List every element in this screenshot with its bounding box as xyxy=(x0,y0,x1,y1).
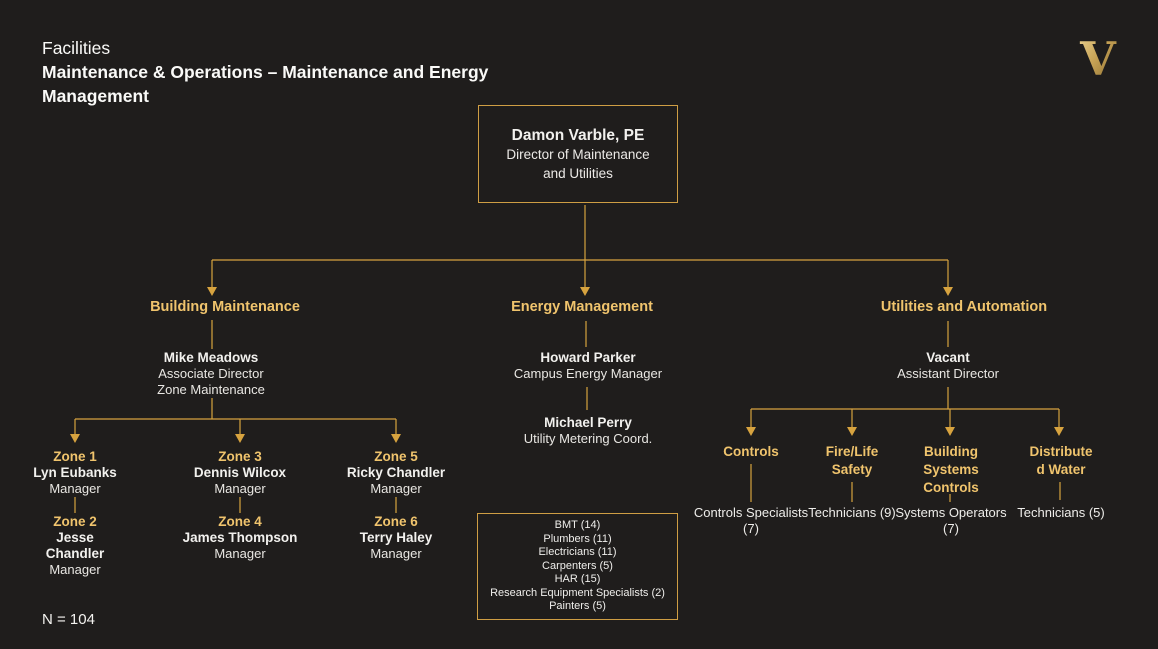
staff-list-item: BMT (14) xyxy=(554,518,601,531)
zone-label: Zone 1 xyxy=(53,449,97,464)
director-name: Damon Varble, PE xyxy=(511,126,645,144)
staff-list-item: Painters (5) xyxy=(549,600,606,613)
bm-lead-role-2: Zone Maintenance xyxy=(157,381,265,397)
utilities-lead-role: Assistant Director xyxy=(897,366,999,381)
unit-heading-fire-life-safety: Fire/Life Safety xyxy=(826,443,879,479)
org-node-metering-coordinator: Michael Perry Utility Metering Coord. xyxy=(488,415,688,447)
org-node-zone-3: Zone 3 Dennis Wilcox Manager xyxy=(155,448,325,497)
zone-label: Zone 5 xyxy=(374,449,418,464)
unit-heading-line: Fire/Life xyxy=(825,444,879,459)
zone-manager-role: Manager xyxy=(49,562,101,577)
staff-list-item: Electricians (11) xyxy=(538,546,617,559)
energy-manager-name: Howard Parker xyxy=(540,350,636,365)
zone-manager-name: Jesse Chandler xyxy=(45,530,105,561)
unit-heading-line: Distribute xyxy=(1029,444,1093,459)
zone-manager-name: Dennis Wilcox xyxy=(193,465,287,480)
org-node-zone-2: Zone 2 Jesse Chandler Manager xyxy=(29,513,121,578)
unit-heading-line: Controls xyxy=(923,480,979,495)
org-node-zone-5: Zone 5 Ricky Chandler Manager xyxy=(326,448,466,497)
unit-heading-line: d Water xyxy=(1036,462,1086,477)
org-node-energy-manager: Howard Parker Campus Energy Manager xyxy=(488,350,688,382)
department-label: Facilities xyxy=(42,38,111,58)
staff-list-item: Plumbers (11) xyxy=(543,532,612,545)
branch-heading-energy-management: Energy Management xyxy=(511,299,653,315)
zone-label: Zone 6 xyxy=(374,514,418,529)
zone-manager-name: James Thompson xyxy=(182,530,298,545)
zone-manager-role: Manager xyxy=(370,546,422,561)
bm-lead-name: Mike Meadows xyxy=(163,350,259,365)
unit-heading-line: Building xyxy=(923,444,978,459)
unit-staff-controls: Controls Specialists (7) xyxy=(693,505,809,536)
branch-heading-building-maintenance: Building Maintenance xyxy=(150,299,300,315)
utilities-lead-name: Vacant xyxy=(926,350,970,365)
org-node-zone-1: Zone 1 Lyn Eubanks Manager xyxy=(29,448,121,497)
title-line-1: Maintenance & Operations – Maintenance a… xyxy=(42,62,489,82)
zone-manager-role: Manager xyxy=(370,481,422,496)
unit-staff-fire-life-safety: Technicians (9) xyxy=(808,505,896,520)
coordinator-role: Utility Metering Coord. xyxy=(523,431,653,446)
title-line-2: Management xyxy=(42,86,149,106)
zone-manager-name: Terry Haley xyxy=(359,530,433,545)
energy-manager-role: Campus Energy Manager xyxy=(513,366,663,381)
unit-staff-distributed-water: Technicians (5) xyxy=(1017,505,1105,520)
unit-heading-controls: Controls xyxy=(723,443,779,461)
director-role-line-2: and Utilities xyxy=(543,165,613,181)
unit-heading-distributed-water: Distribute d Water xyxy=(1029,443,1092,479)
energy-staff-list-box: BMT (14) Plumbers (11) Electricians (11)… xyxy=(477,513,678,620)
director-role-line-1: Director of Maintenance xyxy=(506,146,650,162)
staff-list-item: Carpenters (5) xyxy=(542,559,613,572)
org-node-utilities-lead: Vacant Assistant Director xyxy=(868,350,1028,382)
zone-manager-name: Ricky Chandler xyxy=(346,465,446,480)
zone-manager-name: Lyn Eubanks xyxy=(33,465,117,480)
unit-heading-line: Safety xyxy=(831,462,873,477)
zone-manager-role: Manager xyxy=(214,481,266,496)
org-node-director: Damon Varble, PE Director of Maintenance… xyxy=(478,105,678,203)
logo-letter: V xyxy=(1079,34,1117,84)
staff-list-item: HAR (15) xyxy=(554,573,601,586)
bm-lead-role-1: Associate Director xyxy=(158,366,264,381)
zone-label: Zone 4 xyxy=(218,514,262,529)
headcount-label: N = 104 xyxy=(42,611,95,628)
staff-list-item: Research Equipment Specialists (2) xyxy=(490,586,665,599)
unit-heading-line: Controls xyxy=(723,444,779,459)
branch-heading-utilities-automation: Utilities and Automation xyxy=(880,299,1048,315)
vanderbilt-v-logo-icon: V xyxy=(1079,34,1117,84)
page-title: Facilities Maintenance & Operations – Ma… xyxy=(42,36,488,108)
zone-label: Zone 3 xyxy=(218,449,262,464)
zone-manager-role: Manager xyxy=(49,481,101,496)
org-node-zone-6: Zone 6 Terry Haley Manager xyxy=(326,513,466,562)
unit-heading-building-systems-controls: Building Systems Controls xyxy=(923,443,979,497)
zone-label: Zone 2 xyxy=(53,514,97,529)
org-node-bm-lead: Mike Meadows Associate Director Zone Mai… xyxy=(126,350,296,397)
unit-staff-building-systems: Systems Operators (7) xyxy=(895,505,1007,536)
unit-heading-line: Systems xyxy=(923,462,979,477)
coordinator-name: Michael Perry xyxy=(544,415,632,430)
zone-manager-role: Manager xyxy=(214,546,266,561)
org-node-zone-4: Zone 4 James Thompson Manager xyxy=(155,513,325,562)
